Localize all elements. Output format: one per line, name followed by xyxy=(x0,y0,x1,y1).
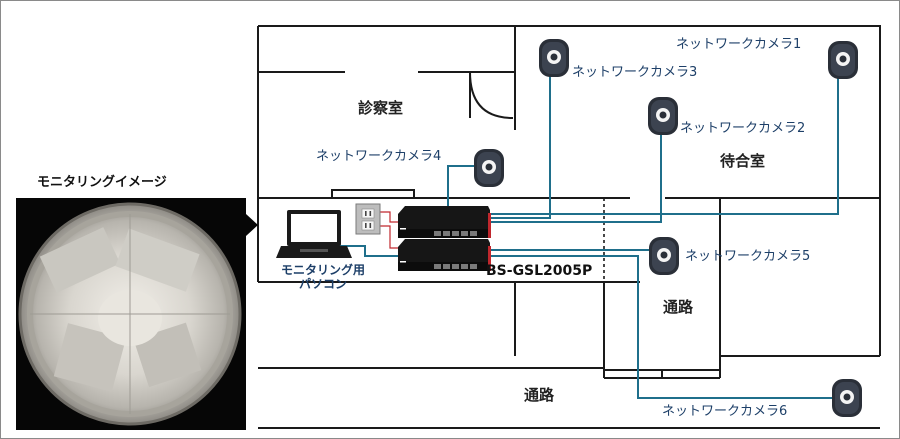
camera-3-label: ネットワークカメラ3 xyxy=(572,65,698,80)
walls xyxy=(257,25,881,429)
exam-room-label: 診察室 xyxy=(358,99,404,117)
camera-6-label: ネットワークカメラ6 xyxy=(662,404,788,419)
camera-6-icon xyxy=(832,379,862,417)
waiting-room-label: 待合室 xyxy=(720,152,766,170)
monitoring-pc-label-line1: モニタリング用 xyxy=(280,263,365,277)
switch-model-label: BS-GSL2005P xyxy=(486,263,593,279)
camera-1-label: ネットワークカメラ1 xyxy=(676,37,802,52)
power-cables xyxy=(380,211,398,249)
monitoring-pc-label-line2: パソコン xyxy=(298,276,347,291)
network-switch-icon xyxy=(398,206,491,271)
laptop-icon xyxy=(276,210,352,258)
monitoring-pc-label: モニタリング用 パソコン xyxy=(268,263,378,292)
camera-2-label: ネットワークカメラ2 xyxy=(680,121,806,136)
network-cables xyxy=(312,75,839,399)
power-outlet-icon xyxy=(355,203,381,235)
camera-5-label: ネットワークカメラ5 xyxy=(685,249,811,264)
inner-corridor-label: 通路 xyxy=(663,298,694,316)
outer-corridor-label: 通路 xyxy=(524,386,555,404)
camera-5-icon xyxy=(649,237,679,275)
camera-1-icon xyxy=(828,41,858,79)
camera-4-label: ネットワークカメラ4 xyxy=(316,149,442,164)
monitoring-image xyxy=(16,198,258,430)
camera-4-icon xyxy=(474,149,504,187)
camera-2-icon xyxy=(648,97,678,135)
monitoring-image-title: モニタリングイメージ xyxy=(37,175,167,190)
camera-3-icon xyxy=(539,39,569,77)
